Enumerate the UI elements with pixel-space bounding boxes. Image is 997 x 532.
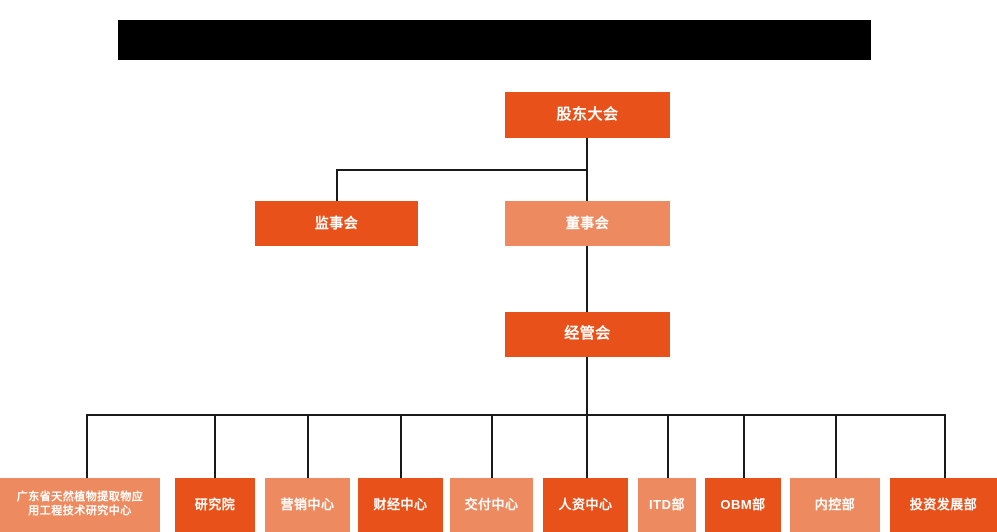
org-node-board-of-directors[interactable]: 董事会: [505, 201, 670, 246]
drop-hr-center: [586, 414, 588, 478]
org-node-obm-department[interactable]: OBM部: [705, 478, 781, 532]
org-node-label: 研究院: [194, 496, 236, 512]
org-node-label: 经管会: [564, 325, 611, 343]
conn-level2-bus: [336, 169, 588, 171]
org-node-board-of-supervisors[interactable]: 监事会: [255, 201, 418, 246]
drop-finance-center: [400, 414, 402, 478]
drop-obm-department: [743, 414, 745, 478]
conn-directors-down: [586, 246, 588, 312]
drop-guangdong-research-center: [86, 414, 88, 478]
redacted-title-bar: [118, 20, 871, 60]
conn-level4-bus: [86, 414, 944, 416]
org-node-guangdong-research-center[interactable]: 广东省天然植物提取物应用工程技术研究中心: [0, 478, 160, 532]
org-node-label: 内控部: [814, 496, 856, 512]
org-node-label: 股东大会: [556, 105, 619, 123]
drop-itd-department: [667, 414, 669, 478]
drop-investment-development-department: [944, 414, 946, 478]
org-node-label: 营销中心: [280, 496, 335, 512]
org-node-delivery-center[interactable]: 交付中心: [450, 478, 533, 532]
org-node-label: 人资中心: [558, 496, 613, 512]
conn-directors-up: [586, 169, 588, 201]
org-node-label: 交付中心: [464, 496, 519, 512]
conn-supervisors-up: [336, 169, 338, 201]
org-node-label: OBM部: [720, 496, 766, 512]
drop-marketing-center: [307, 414, 309, 478]
org-node-management-committee[interactable]: 经管会: [505, 312, 670, 357]
org-node-label: 广东省天然植物提取物应用工程技术研究中心: [16, 491, 144, 517]
org-node-label: ITD部: [649, 496, 685, 512]
org-node-finance-center[interactable]: 财经中心: [358, 478, 443, 532]
org-node-label: 监事会: [314, 214, 359, 231]
org-node-internal-control-department[interactable]: 内控部: [790, 478, 880, 532]
drop-internal-control-department: [835, 414, 837, 478]
drop-research-institute: [214, 414, 216, 478]
conn-shareholders-down: [586, 138, 588, 170]
org-node-research-institute[interactable]: 研究院: [175, 478, 255, 532]
org-node-hr-center[interactable]: 人资中心: [543, 478, 628, 532]
org-node-itd-department[interactable]: ITD部: [638, 478, 696, 532]
org-node-marketing-center[interactable]: 营销中心: [265, 478, 350, 532]
drop-delivery-center: [491, 414, 493, 478]
org-node-investment-development-department[interactable]: 投资发展部: [890, 478, 997, 532]
org-node-shareholders-meeting[interactable]: 股东大会: [505, 92, 670, 138]
org-node-label: 董事会: [565, 214, 610, 231]
org-node-label: 投资发展部: [909, 496, 978, 512]
conn-management-down: [586, 357, 588, 415]
org-node-label: 财经中心: [373, 496, 428, 512]
